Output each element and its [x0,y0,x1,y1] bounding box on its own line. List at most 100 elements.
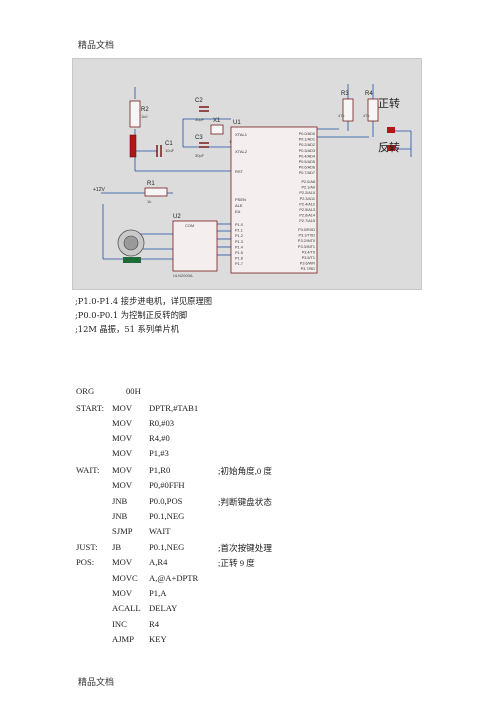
mcu-pin-label: P3.3/INT1 [298,245,315,249]
code-comment: ;判断键盘状态 [218,497,272,507]
mcu-pin-label: P1.3 [235,240,243,244]
mcu-pin-label: P2.2/A10 [299,191,315,195]
code-op: AJMP [112,634,134,644]
code-op: MOV [112,557,133,567]
code-arg: DPTR,#TAB1 [149,403,199,413]
code-arg: R4 [149,619,160,629]
code-arg: A,@A+DPTR [149,573,199,583]
code-arg: A,R4 [149,557,168,567]
mcu-pin-label: P0.6/AD6 [299,166,315,170]
code-arg: R0,#03 [149,418,175,428]
comment-line: ;12M 晶振，51 系列单片机 [75,324,180,334]
page-footer: 精品文档 [78,678,115,688]
code-arg: 00H [126,386,141,396]
mcu-pin-label: P2.1/A9 [301,186,315,190]
code-label: ORG [76,386,95,396]
mcu-pin-label: P0.4/AD4 [299,154,315,158]
code-comment: ;正转 9 度 [218,558,255,568]
mcu-pin-label: P0.1/AD1 [299,138,315,142]
forward-key-label: 正转 [378,96,400,110]
mcu-pin-label: P3.1/TXD [299,234,316,238]
code-op: JNB [112,496,128,506]
code-arg: WAIT [149,526,171,536]
mcu-pin-label: P0.7/AD7 [299,171,315,175]
mcu-pin-label: P0.3/AD3 [299,149,315,153]
u2-label: U2 [173,214,181,220]
mcu-pin-label: P1.5 [235,251,243,255]
code-arg: P1,A [149,588,167,598]
mcu-pin-label: P1.4 [235,245,243,249]
r3-value: 47k [338,113,344,118]
code-arg: DELAY [149,603,178,613]
c2-label: C2 [195,98,203,104]
reverse-key-label: 反转 [378,140,400,154]
circuit-schematic: R2 1k0 C1 10uF C2 30pF X1 12MHz C3 30pF … [72,58,422,290]
r1-label: R1 [147,181,155,187]
r2-label: R2 [141,107,149,113]
mcu-pin-label: P1.0 [235,223,243,227]
mcu-pin-label: P2.3/A11 [300,197,315,201]
mcu-pin-label: P3.6/WR [300,262,315,266]
c3-label: C3 [195,135,203,141]
mcu-pin-label: P3.7/RD [301,267,316,271]
mcu-pin-label: P1.1 [235,229,243,233]
code-label: WAIT: [76,465,100,475]
mcu-pin-label: P0.2/AD2 [299,143,315,147]
code-op: MOV [112,588,133,598]
code-op: MOV [112,480,133,490]
rst-pin: RST [235,169,244,174]
mcu-pin-label: P3.5/T1 [302,256,315,260]
code-arg: P0.1,NEG [149,511,185,521]
code-op: MOVC [112,573,138,583]
r1-value: 1k [147,199,151,204]
mcu-pin-label: P0.5/AD5 [299,160,315,164]
code-op: ACALL [112,603,141,613]
page-header: 精品文档 [78,41,115,51]
ea-pin: EA [235,209,241,214]
code-op: MOV [112,448,133,458]
code-op: MOV [112,465,133,475]
code-arg: P0.1,NEG [149,542,185,552]
mcu-pin-label: P2.6/A14 [299,214,315,218]
r2-value: 1k0 [141,114,148,119]
code-op: JNB [112,511,128,521]
code-comment: ;首次按键处理 [218,543,272,553]
code-arg: P0,#0FFH [149,480,185,490]
c3-value: 30pF [195,153,205,158]
c1-label: C1 [165,141,173,147]
x1-label: X1 [213,118,221,124]
code-arg: P1,#3 [149,448,169,458]
comment-line: ;P0.0-P0.1 为控制正反转的脚 [75,310,188,320]
comment-line: ;P1.0-P1.4 接步进电机，详见原理图 [75,296,213,306]
c2-value: 30pF [195,117,205,122]
code-comment: ;初始角度,0 度 [218,466,272,476]
mcu-pin-label: P2.5/A13 [299,208,315,212]
code-arg: P1,R0 [149,465,171,475]
r4-label: R4 [365,91,373,97]
code-op: MOV [112,418,133,428]
c1-value: 10uF [165,148,175,153]
code-arg: P0.0,POS [149,496,183,506]
r3-label: R3 [341,91,349,97]
r4-value: 47k [363,113,369,118]
mcu-pin-label: P3.2/INT0 [298,239,315,243]
mcu-pin-label: P2.7/A15 [299,219,315,223]
ale-pin: ALE [235,203,243,208]
code-op: INC [112,619,127,629]
u1-label: U1 [233,120,241,126]
code-label: JUST: [76,542,98,552]
mcu-pin-label: P2.0/A8 [301,180,315,184]
mcu-pin-label: P1.2 [235,234,243,238]
code-op: MOV [112,403,133,413]
code-label: START: [76,403,104,413]
code-op: SJMP [112,526,133,536]
psen-pin: PSEN [235,197,246,202]
mcu-pin-label: P1.6 [235,257,243,261]
code-label: POS: [76,557,95,567]
mcu-pin-label: P2.4/A12 [299,202,315,206]
supply-label: +12V [93,187,105,193]
mcu-pin-label: P1.7 [235,262,243,266]
code-arg: R4,#0 [149,433,170,443]
code-arg: KEY [149,634,167,644]
mcu-pin-label: P3.4/T0 [302,250,315,254]
